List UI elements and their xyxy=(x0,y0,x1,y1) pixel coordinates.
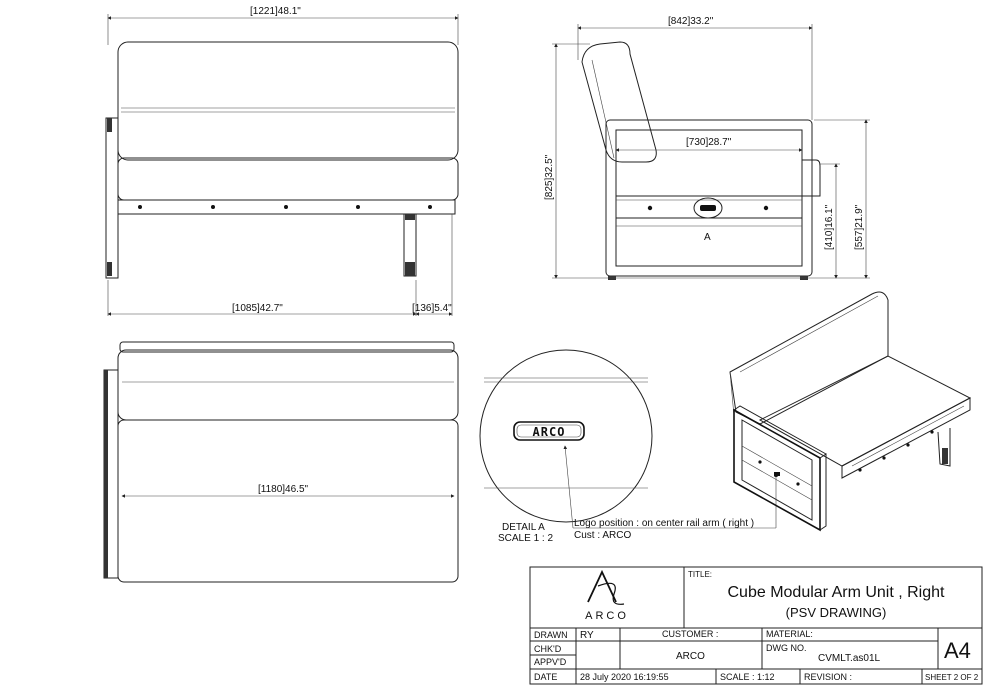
drawn-label: DRAWN xyxy=(534,630,568,640)
detail-a: ARCO Logo position : on center rail arm … xyxy=(479,349,778,544)
customer-value: ARCO xyxy=(676,651,705,662)
sheet-label: SHEET 2 OF 2 xyxy=(925,673,979,682)
drawn-value: RY xyxy=(580,630,594,641)
title-block: ARCO TITLE: Cube Modular Arm Unit , Righ… xyxy=(529,566,983,685)
side-inner-dim: [730]28.7" xyxy=(686,137,732,148)
detail-title: DETAIL A xyxy=(502,522,545,533)
material-label: MATERIAL: xyxy=(766,629,813,639)
side-arm-height-dim: [557]21.9" xyxy=(854,204,865,250)
appvd-label: APPV'D xyxy=(534,657,567,667)
side-depth-dim: [842]33.2" xyxy=(668,16,714,27)
isometric-view xyxy=(729,291,972,532)
title-label: TITLE: xyxy=(688,570,712,579)
front-view: [1221]48.1" [1085]42.7" [136]5.4" xyxy=(105,6,459,316)
title-logo-text: ARCO xyxy=(585,610,629,622)
detail-scale: SCALE 1 : 2 xyxy=(498,533,553,544)
front-leg-dim: [136]5.4" xyxy=(412,303,452,314)
detail-note-2: Cust : ARCO xyxy=(574,530,631,541)
title-line-1: Cube Modular Arm Unit , Right xyxy=(728,584,946,601)
dwg-label: DWG NO. xyxy=(766,643,807,653)
detail-note-1: Logo position : on center rail arm ( rig… xyxy=(574,518,754,529)
front-inner-dim: [1085]42.7" xyxy=(232,303,283,314)
date-value: 28 July 2020 16:19:55 xyxy=(580,672,669,682)
top-depth-dim: [1180]46.5" xyxy=(258,484,309,495)
side-seat-height-dim: [410]16.1" xyxy=(824,204,835,250)
scale-label: SCALE : 1:12 xyxy=(720,672,775,682)
detail-logo-text: ARCO xyxy=(533,425,566,439)
top-view: [1180]46.5" xyxy=(103,341,459,583)
revision-label: REVISION : xyxy=(804,672,852,682)
title-line-2: (PSV DRAWING) xyxy=(786,605,887,620)
detail-ref-label: A xyxy=(704,232,711,243)
date-label: DATE xyxy=(534,672,557,682)
front-width-dim: [1221]48.1" xyxy=(250,6,301,17)
side-view: [842]33.2" A [730]28.7" [825]32.5" xyxy=(544,16,870,280)
side-height-dim: [825]32.5" xyxy=(544,154,555,200)
dwg-value: CVMLT.as01L xyxy=(818,653,881,664)
paper-size: A4 xyxy=(944,638,971,663)
chkd-label: CHK'D xyxy=(534,644,562,654)
arco-logo: ARCO xyxy=(585,569,629,622)
customer-label: CUSTOMER : xyxy=(662,629,718,639)
